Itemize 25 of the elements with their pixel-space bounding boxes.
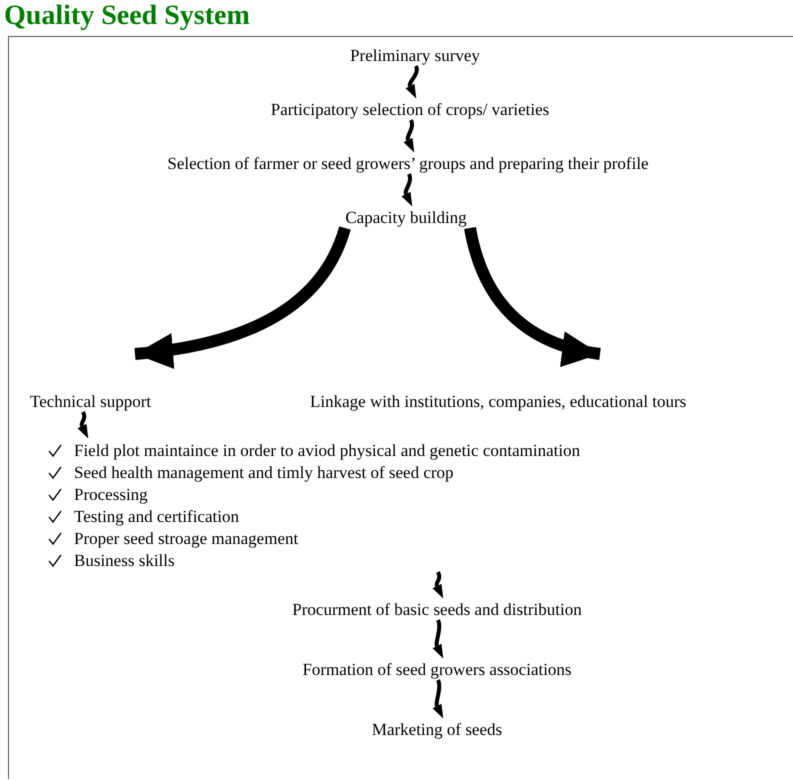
step-text: Technical support [30,392,152,412]
step-text: Linkage with institutions, companies, educational tours [310,392,686,412]
checklist-item: Testing and certification [74,507,239,527]
checklist-item: Proper seed stroage management [74,529,298,549]
arrow [432,679,442,720]
checklist-item: Processing [74,485,148,505]
arrow [134,226,351,368]
step-text: Capacity building [345,208,467,228]
step-text: Participatory selection of crops/ varieties [270,100,550,120]
checklist-item: Field plot maintaince in order to aviod physical and genetic contamination [74,441,580,461]
checklist-item: Business skills [74,551,175,571]
arrow [401,173,412,208]
step-text: Formation of seed growers associations [302,660,572,680]
arrow [432,571,442,600]
diagram-title: Quality Seed System [4,0,250,32]
checklist-item: Seed health management and timly harvest of seed crop [74,463,454,483]
arrow [464,226,601,366]
step-text: Marketing of seeds [372,720,502,740]
arrow [77,411,87,440]
arrow [405,65,419,100]
step-text: Procurment of basic seeds and distribution [292,600,582,620]
step-text: Preliminary survey [350,46,480,66]
arrow [403,119,414,154]
step-text: Selection of farmer or seed growers’ groups and preparing their profile [167,154,649,174]
arrow [432,619,442,660]
